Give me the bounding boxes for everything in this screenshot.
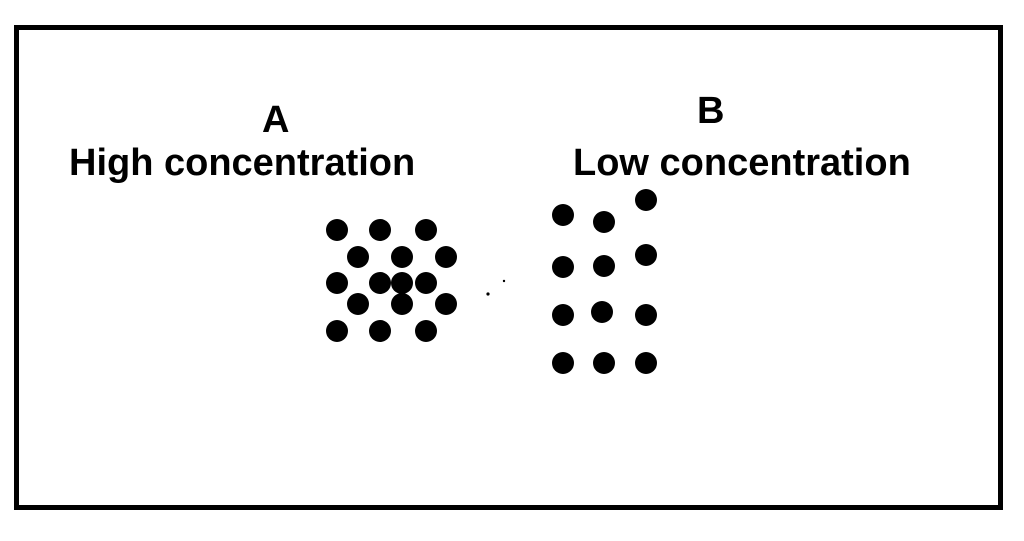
stray-dot [486,292,490,296]
particle [391,272,413,294]
particle [552,352,574,374]
diagram-frame [14,25,1003,510]
particle [391,293,413,315]
particle [347,293,369,315]
particle [415,320,437,342]
particle [415,219,437,241]
particle [326,272,348,294]
particle [635,244,657,266]
stray-dots [486,279,506,296]
particle [591,301,613,323]
particle [326,320,348,342]
particle [369,219,391,241]
particle [347,246,369,268]
region-b-particles [552,189,657,374]
particle [435,293,457,315]
particle [369,272,391,294]
particle [593,211,615,233]
particle [435,246,457,268]
particle [635,304,657,326]
particle [369,320,391,342]
particle [552,304,574,326]
particle [552,204,574,226]
region-b-letter: B [697,90,725,132]
particle [593,352,615,374]
particle [552,256,574,278]
particle [635,352,657,374]
region-a-particles [326,219,457,342]
particle [635,189,657,211]
particle [593,255,615,277]
region-a-caption: High concentration [69,142,416,184]
region-b-caption: Low concentration [573,142,911,184]
particle [415,272,437,294]
particle [391,246,413,268]
particle [326,219,348,241]
region-a-letter: A [262,99,290,141]
stray-dot [502,279,506,283]
